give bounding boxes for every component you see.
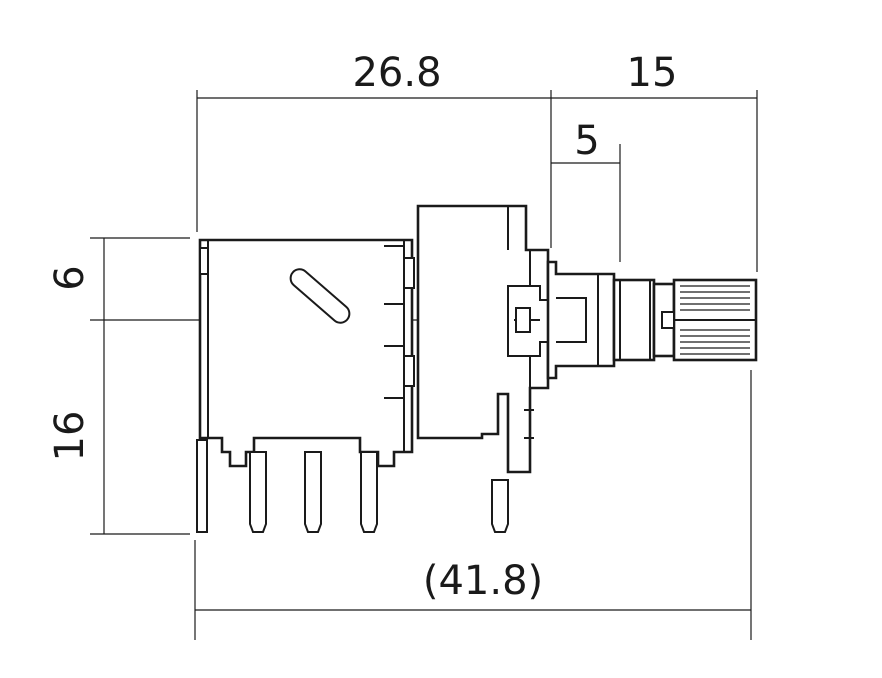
bushing: [546, 260, 616, 380]
housing-lower-notch: [384, 345, 405, 399]
potentiometer-body: [416, 204, 557, 474]
shaft: [612, 278, 758, 362]
label-bushing-length: 5: [574, 118, 599, 164]
terminal-pin-3: [360, 451, 378, 533]
bushing-inner-step: [556, 297, 587, 343]
housing-lower-clip: [403, 355, 415, 387]
label-overall-length: (41.8): [423, 558, 543, 604]
housing-corner-tab: [199, 247, 209, 275]
housing-upper-notch: [384, 245, 405, 305]
pot-body-outline: [416, 204, 550, 474]
housing-upper-clip: [403, 257, 415, 289]
label-lower-height: 16: [47, 411, 93, 462]
terminal-pin-4: [491, 479, 509, 533]
pot-boss-slot: [515, 307, 531, 333]
housing-outline: [198, 238, 414, 468]
label-body-length: 26.8: [352, 50, 441, 96]
terminals: [196, 439, 509, 533]
shaft-slot-end: [661, 311, 675, 329]
housing-diagonal-slot: [289, 268, 351, 324]
terminal-pin-2: [304, 451, 322, 533]
terminal-left-tab: [196, 439, 208, 533]
label-shaft-length: 15: [627, 50, 678, 96]
terminal-pin-1: [249, 451, 267, 533]
label-upper-height: 6: [47, 265, 93, 290]
dimension-labels: 26.8 15 5 6 16 (41.8): [47, 50, 677, 604]
switch-housing: [198, 238, 415, 468]
